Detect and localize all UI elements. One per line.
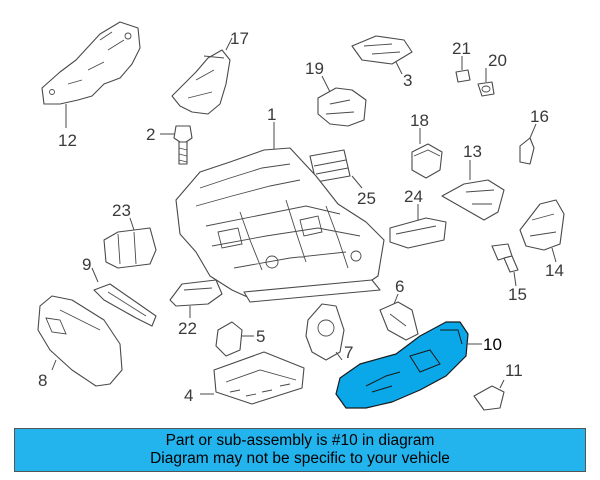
callout-13: 13 — [463, 142, 482, 161]
callout-7: 7 — [344, 343, 353, 362]
part-19 — [317, 75, 367, 127]
part-21 — [455, 56, 471, 83]
part-18 — [411, 128, 443, 179]
callout-15: 15 — [508, 285, 527, 304]
callout-24: 24 — [404, 187, 423, 206]
callout-6: 6 — [395, 277, 404, 296]
part-2 — [160, 125, 193, 165]
parts-diagram: 1 2 3 4 5 6 7 8 9 10 11 12 13 14 15 16 1… — [37, 21, 565, 411]
caption-banner: Part or sub-assembly is #10 in diagram D… — [14, 428, 586, 472]
callout-11: 11 — [505, 361, 523, 380]
part-9 — [91, 267, 157, 327]
part-23 — [103, 217, 157, 269]
part-1 — [175, 122, 385, 303]
callout-23: 23 — [112, 201, 131, 220]
part-15 — [491, 243, 519, 287]
callout-25: 25 — [357, 189, 376, 208]
part-24 — [389, 204, 447, 249]
caption-line-2: Diagram may not be specific to your vehi… — [150, 450, 450, 467]
part-4 — [200, 351, 305, 405]
callout-14: 14 — [545, 261, 564, 280]
caption-line-1: Part or sub-assembly is #10 in diagram — [165, 432, 435, 449]
callout-16: 16 — [530, 107, 549, 126]
part-10-highlight — [335, 321, 469, 409]
part-8 — [37, 295, 123, 387]
callout-4: 4 — [184, 386, 193, 405]
part-17 — [171, 37, 233, 115]
callout-10: 10 — [483, 335, 502, 354]
callout-12: 12 — [58, 131, 77, 150]
callout-19: 19 — [305, 59, 324, 78]
part-12 — [41, 21, 141, 128]
callout-2: 2 — [146, 125, 155, 144]
part-3 — [351, 35, 413, 75]
callout-5: 5 — [256, 327, 265, 346]
part-7 — [305, 303, 345, 361]
part-13 — [441, 160, 505, 221]
callout-22: 22 — [178, 319, 197, 338]
callout-17: 17 — [230, 29, 249, 48]
part-16 — [519, 123, 537, 165]
part-20 — [477, 68, 495, 97]
callout-1: 1 — [267, 105, 276, 124]
part-14 — [519, 199, 565, 263]
part-10 — [335, 321, 482, 409]
callout-9: 9 — [82, 255, 91, 274]
part-22 — [169, 279, 223, 318]
part-6 — [379, 293, 419, 341]
callout-8: 8 — [38, 371, 47, 390]
callout-21: 21 — [452, 39, 471, 58]
part-5 — [215, 321, 254, 357]
callout-18: 18 — [410, 111, 429, 130]
part-11 — [473, 379, 505, 411]
callout-3: 3 — [403, 71, 412, 90]
callout-20: 20 — [488, 51, 507, 70]
